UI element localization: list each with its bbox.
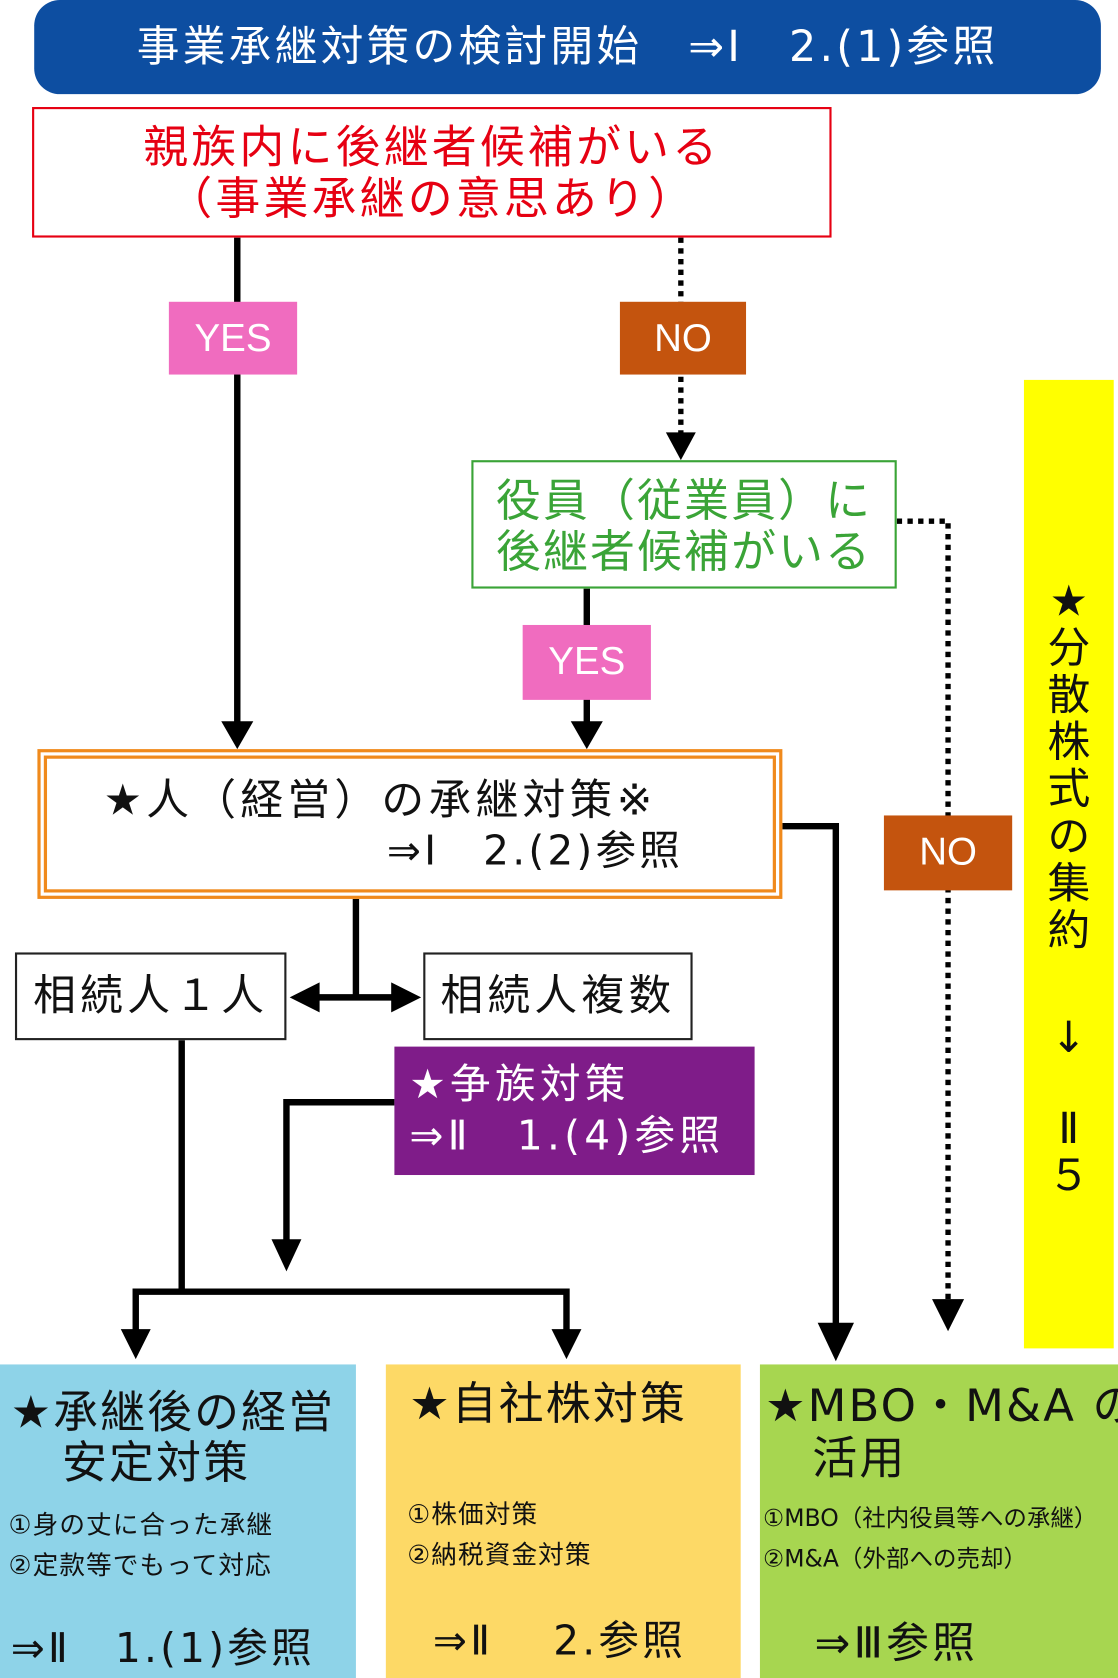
inheritance-dispute-box: ★争族対策 ⇒Ⅱ 1.(4)参照 [394,1046,755,1176]
dispersed-shares-ref: Ⅱ５ [1047,1104,1091,1201]
outcome-mbo-heading1: ★MBO・M&A の [765,1379,1118,1432]
edge-dispute-down [283,1099,395,1242]
outcome-mbo-heading2: 活用 [812,1431,907,1485]
decision-employee-line2: 後継者候補がいる [495,525,873,578]
arrowhead-succession-to-mbo [817,1322,854,1362]
arrowhead-employee-yes [570,721,603,750]
start-banner-text: 事業承継対策の検討開始 ⇒Ⅰ 2.(1)参照 [136,22,999,72]
outcome-stability-item: ①身の丈に合った承継 [8,1509,274,1540]
label-family-yes-text: YES [194,315,272,360]
edge-outcome-split [132,1288,570,1332]
edge-succession-to-mbo [782,822,840,1327]
outcome-mbo-item: ①MBO（社内役員等への承継） [763,1505,1098,1533]
management-succession-ref: ⇒Ⅰ 2.(2)参照 [386,827,684,875]
label-employee-no: NO [883,815,1013,891]
label-family-yes: YES [168,301,298,375]
inheritance-dispute-title: ★争族対策 [409,1060,630,1108]
outcome-stability-heading1: ★承継後の経営 [10,1385,336,1439]
outcome-shares-box: ★自社株対策 ①株価対策 ②納税資金対策 ⇒Ⅱ 2.参照 [385,1364,741,1678]
outcome-mbo-item: ②M&A（外部への売却） [763,1546,1028,1574]
outcome-shares-item: ②納税資金対策 [407,1539,592,1570]
outcome-stability-heading2: 安定対策 [61,1436,251,1489]
outcome-stability-ref: ⇒Ⅱ 1.(1)参照 [10,1624,315,1672]
label-family-no-text: NO [654,315,712,360]
label-employee-no-text: NO [919,829,977,874]
management-succession-title: ★人（経営）の承継対策※ [103,775,657,826]
dispersed-shares-arrow: ↓ [1050,1013,1087,1063]
decision-employee-successor: 役員（従業員）に 後継者候補がいる [471,460,897,589]
decision-employee-line1: 役員（従業員）に [495,474,873,527]
label-family-no: NO [619,301,747,375]
arrowhead-to-stability [120,1329,151,1360]
label-employee-yes-text: YES [548,638,626,683]
edge-employee-no [896,518,951,1304]
outcome-mbo-box: ★MBO・M&A の 活用 ①MBO（社内役員等への承継） ②M&A（外部への売… [759,1364,1118,1678]
outcome-stability-box: ★承継後の経営 安定対策 ①身の丈に合った承継 ②定款等でもって対応 ⇒Ⅱ 1.… [0,1364,356,1678]
start-banner: 事業承継対策の検討開始 ⇒Ⅰ 2.(1)参照 [34,0,1101,95]
arrowhead-to-multiple-heirs [391,982,422,1013]
decision-family-successor: 親族内に後継者候補がいる （事業承継の意思あり） [32,107,832,238]
management-succession-box: ★人（経営）の承継対策※ ⇒Ⅰ 2.(2)参照 [37,749,783,899]
outcome-mbo-ref: ⇒Ⅲ参照 [814,1619,979,1669]
outcome-stability-item: ②定款等でもって対応 [8,1550,272,1581]
outcome-shares-heading: ★自社株対策 [409,1377,687,1430]
arrowhead-dispute-down [271,1239,302,1272]
arrowhead-to-shares [551,1329,582,1360]
label-employee-yes: YES [522,624,651,700]
dispersed-shares-panel: ★分散株式の集約 ↓ Ⅱ５ [1023,379,1114,1349]
dispersed-shares-title: ★分散株式の集約 [1047,576,1091,956]
inheritance-dispute-ref: ⇒Ⅱ 1.(4)参照 [409,1111,725,1159]
arrowhead-to-single-heir [289,982,320,1013]
outcome-shares-ref: ⇒Ⅱ 2.参照 [432,1616,687,1665]
decision-family-line1: 親族内に後継者候補がいる [143,120,721,174]
multiple-heirs-label: 相続人複数 [440,971,676,1021]
decision-family-line2: （事業承継の意思あり） [167,172,697,225]
arrowhead-employee-no [932,1299,965,1332]
outcome-shares-item: ①株価対策 [407,1499,539,1530]
single-heir-label: 相続人１人 [33,971,269,1021]
arrowhead-family-yes [221,721,254,750]
arrowhead-family-no [665,432,696,461]
single-heir-box: 相続人１人 [14,952,287,1041]
multiple-heirs-box: 相続人複数 [423,952,693,1041]
